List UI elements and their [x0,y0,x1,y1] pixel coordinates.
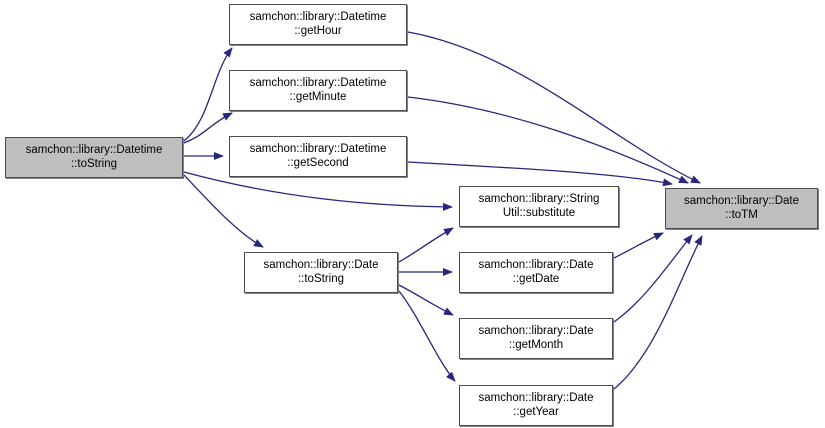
edge-date-tostring-to-getyear [398,290,456,382]
edge-getminute-to-totm [407,96,689,184]
node-stringutil-substitute-label: samchon::library::String Util::substitut… [478,193,600,219]
edge-getdate-to-totm [613,232,664,259]
node-datetime-getsecond-label: samchon::library::Datetime ::getSecond [249,143,387,169]
node-date-getmonth-label: samchon::library::Date ::getMonth [478,325,594,351]
node-datetime-gethour[interactable]: samchon::library::Datetime ::getHour [229,4,407,45]
node-datetime-tostring-label: samchon::library::Datetime ::toString [25,144,163,170]
node-datetime-tostring[interactable]: samchon::library::Datetime ::toString [5,137,183,178]
node-date-tostring-label: samchon::library::Date ::toString [263,259,379,285]
edge-gethour-to-totm [407,31,701,184]
edge-root-to-gethour [183,47,233,142]
node-datetime-gethour-label: samchon::library::Datetime ::getHour [249,11,387,37]
node-date-totm-label: samchon::library::Date ::toTM [683,195,800,221]
node-datetime-getsecond[interactable]: samchon::library::Datetime ::getSecond [229,136,407,177]
node-datetime-getminute-label: samchon::library::Datetime ::getMinute [249,77,387,103]
edge-root-to-getminute [183,112,233,144]
node-stringutil-substitute[interactable]: samchon::library::String Util::substitut… [459,186,619,227]
node-date-getyear-label: samchon::library::Date ::getYear [478,392,594,418]
node-date-getyear[interactable]: samchon::library::Date ::getYear [459,385,613,426]
edge-layer [183,31,703,390]
node-date-getdate[interactable]: samchon::library::Date ::getDate [459,252,613,293]
edge-root-to-substitute [183,171,453,211]
edge-getsecond-to-totm [407,161,673,187]
edge-date-tostring-to-substitute [398,227,454,263]
node-date-getdate-label: samchon::library::Date ::getDate [478,259,594,285]
node-datetime-getminute[interactable]: samchon::library::Datetime ::getMinute [229,70,407,111]
node-date-tostring[interactable]: samchon::library::Date ::toString [244,252,398,293]
edge-date-tostring-to-getmonth [398,284,454,316]
edge-getyear-to-totm [613,235,703,390]
edge-root-to-date-tostring [183,174,264,248]
edge-getmonth-to-totm [613,234,693,323]
node-date-getmonth[interactable]: samchon::library::Date ::getMonth [459,318,613,359]
node-date-totm[interactable]: samchon::library::Date ::toTM [665,188,818,229]
